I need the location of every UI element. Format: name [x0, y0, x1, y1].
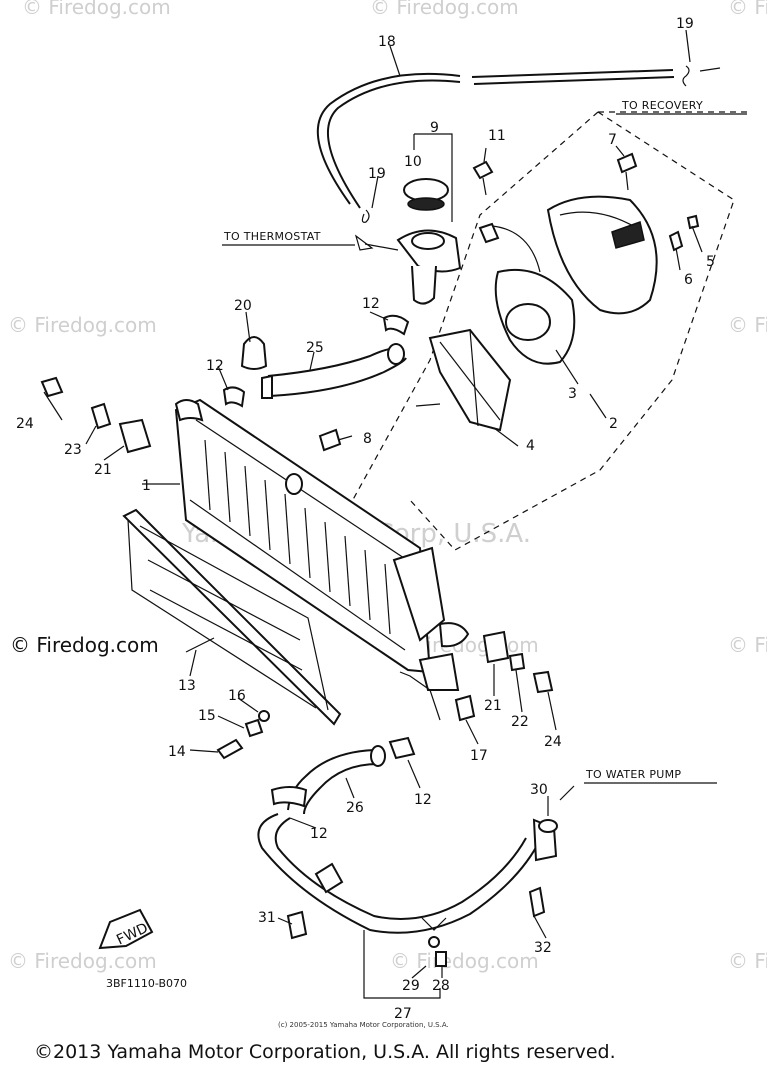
filler-neck — [354, 160, 494, 305]
part-code: 3BF1110-B070 — [106, 977, 187, 990]
callout-22: 22 — [511, 714, 529, 730]
callout-9: 9 — [430, 120, 439, 136]
callout-21: 21 — [484, 698, 502, 714]
copyright-notice: ©2013 Yamaha Motor Corporation, U.S.A. A… — [34, 1041, 616, 1063]
mount-hardware — [40, 376, 554, 940]
callout-16: 16 — [228, 688, 246, 704]
watermark: © Firedog.com — [728, 949, 767, 973]
note-to-water-pump: TO WATER PUMP — [585, 768, 681, 781]
callout-24: 24 — [16, 416, 34, 432]
callout-20: 20 — [234, 298, 252, 314]
callout-31: 31 — [258, 910, 276, 926]
callout-4: 4 — [526, 438, 535, 454]
note-to-recovery: TO RECOVERY — [621, 99, 703, 112]
fwd-arrow: FWD — [98, 908, 154, 950]
callout-12: 12 — [310, 826, 328, 842]
callout-3: 3 — [568, 386, 577, 402]
callout-13: 13 — [178, 678, 196, 694]
radiator-guard — [122, 508, 342, 726]
watermark: © Firedog.com — [728, 313, 767, 337]
small-copyright: (c) 2005-2015 Yamaha Motor Corporation, … — [278, 1021, 449, 1029]
callout-28: 28 — [432, 978, 450, 994]
upper-hose-group — [222, 314, 410, 408]
callout-18: 18 — [378, 34, 396, 50]
direction-notes: TO RECOVERY TO THERMOSTAT TO WATER PUMP — [222, 99, 747, 784]
callout-21: 21 — [94, 462, 112, 478]
callout-15: 15 — [198, 708, 216, 724]
callout-12: 12 — [206, 358, 224, 374]
callout-10: 10 — [404, 154, 422, 170]
lower-hose-group — [257, 736, 575, 967]
watermark: © Firedog.com — [390, 949, 539, 973]
fan-motor-group — [415, 152, 700, 432]
callout-32: 32 — [534, 940, 552, 956]
watermark-main: © Firedog.com — [10, 633, 159, 657]
fan-assembly-outline — [349, 111, 747, 551]
callout-1: 1 — [142, 478, 151, 494]
watermark: © Firedog.com — [728, 0, 767, 19]
callout-12: 12 — [414, 792, 432, 808]
watermark-layer: © Firedog.com © Firedog.com © Firedog.co… — [8, 0, 767, 973]
callout-29: 29 — [402, 978, 420, 994]
callout-23: 23 — [64, 442, 82, 458]
callout-8: 8 — [363, 431, 372, 447]
callout-19: 19 — [368, 166, 386, 182]
callout-30: 30 — [530, 782, 548, 798]
callout-14: 14 — [168, 744, 186, 760]
callout-2: 2 — [609, 416, 618, 432]
watermark: © Firedog.com — [728, 633, 767, 657]
radiator — [142, 398, 470, 691]
callout-17: 17 — [470, 748, 488, 764]
callout-5: 5 — [706, 254, 715, 270]
note-to-thermostat: TO THERMOSTAT — [223, 230, 321, 243]
callout-11: 11 — [488, 128, 506, 144]
watermark: © Firedog.com — [8, 949, 157, 973]
recovery-hose — [316, 65, 721, 223]
callout-12: 12 — [362, 296, 380, 312]
callout-25: 25 — [306, 340, 324, 356]
callout-27: 27 — [394, 1006, 412, 1022]
callout-7: 7 — [608, 132, 617, 148]
callout-24: 24 — [544, 734, 562, 750]
watermark: © Firedog.com — [22, 0, 171, 19]
watermark: © Firedog.com — [8, 313, 157, 337]
callout-6: 6 — [684, 272, 693, 288]
watermark: © Firedog.com — [370, 0, 519, 19]
callout-numbers: 1 2 3 4 5 6 7 8 9 10 11 12 12 12 12 13 1… — [16, 16, 715, 1022]
callout-19: 19 — [676, 16, 694, 32]
callout-26: 26 — [346, 800, 364, 816]
leader-lines — [43, 29, 703, 999]
